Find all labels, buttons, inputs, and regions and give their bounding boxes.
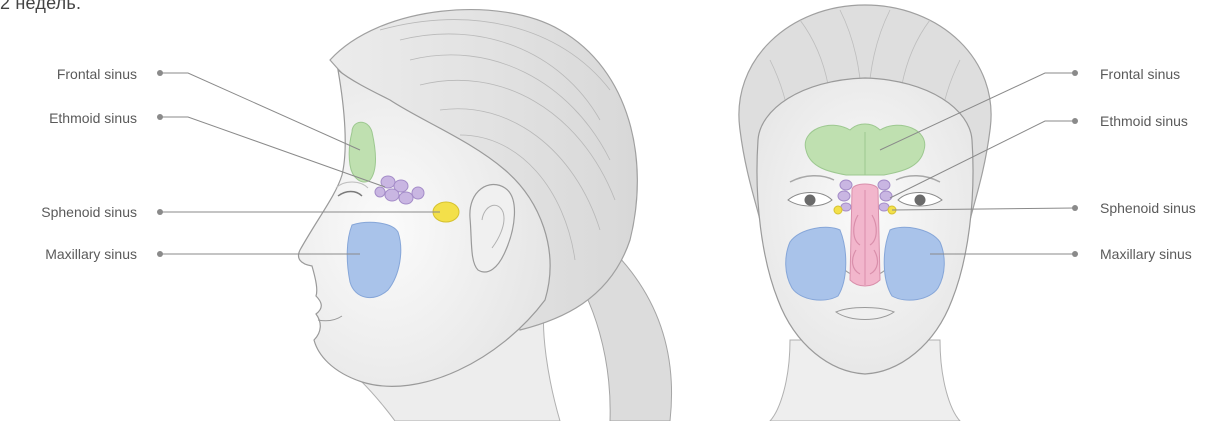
right-leader-dots	[1072, 70, 1078, 257]
maxillary-sinus-left-front	[786, 227, 846, 300]
maxillary-sinus-right-front	[884, 227, 944, 300]
frontal-sinus-profile	[349, 122, 375, 182]
frontal-head-illustration	[739, 5, 991, 421]
left-leader-dots	[157, 70, 163, 257]
profile-head-illustration	[299, 10, 672, 421]
